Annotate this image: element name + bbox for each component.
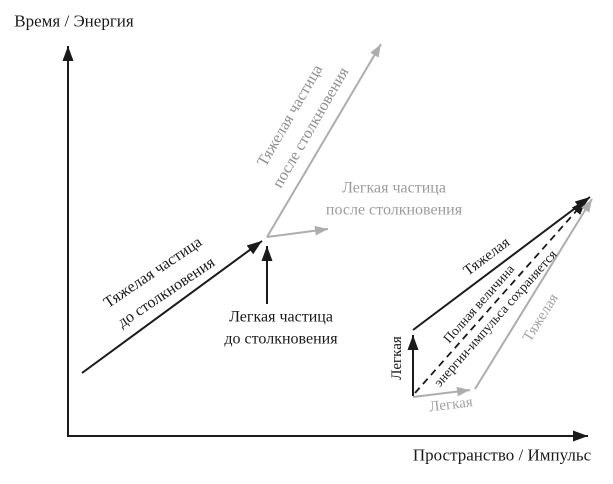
inset-heavy-final-arrow (474, 198, 593, 390)
heavy-particle-after-arrow (266, 43, 382, 238)
inset-light-final-arrow (412, 386, 471, 398)
y-axis-label: Время / Энергия (14, 11, 134, 31)
light-particle-after-arrow (266, 225, 329, 238)
inset-conservation-dashed-arrow (414, 199, 587, 394)
inset-heavy-initial-arrow (412, 196, 591, 331)
light-before-label: Легкая частица до столкновения (224, 308, 338, 347)
heavy-particle-before-arrow (81, 240, 263, 374)
x-axis-label: Пространство / Импульс (412, 445, 592, 465)
inset-light-initial-label: Легкая (388, 336, 405, 380)
light-after-label: Легкая частица после столкновения (325, 179, 463, 218)
